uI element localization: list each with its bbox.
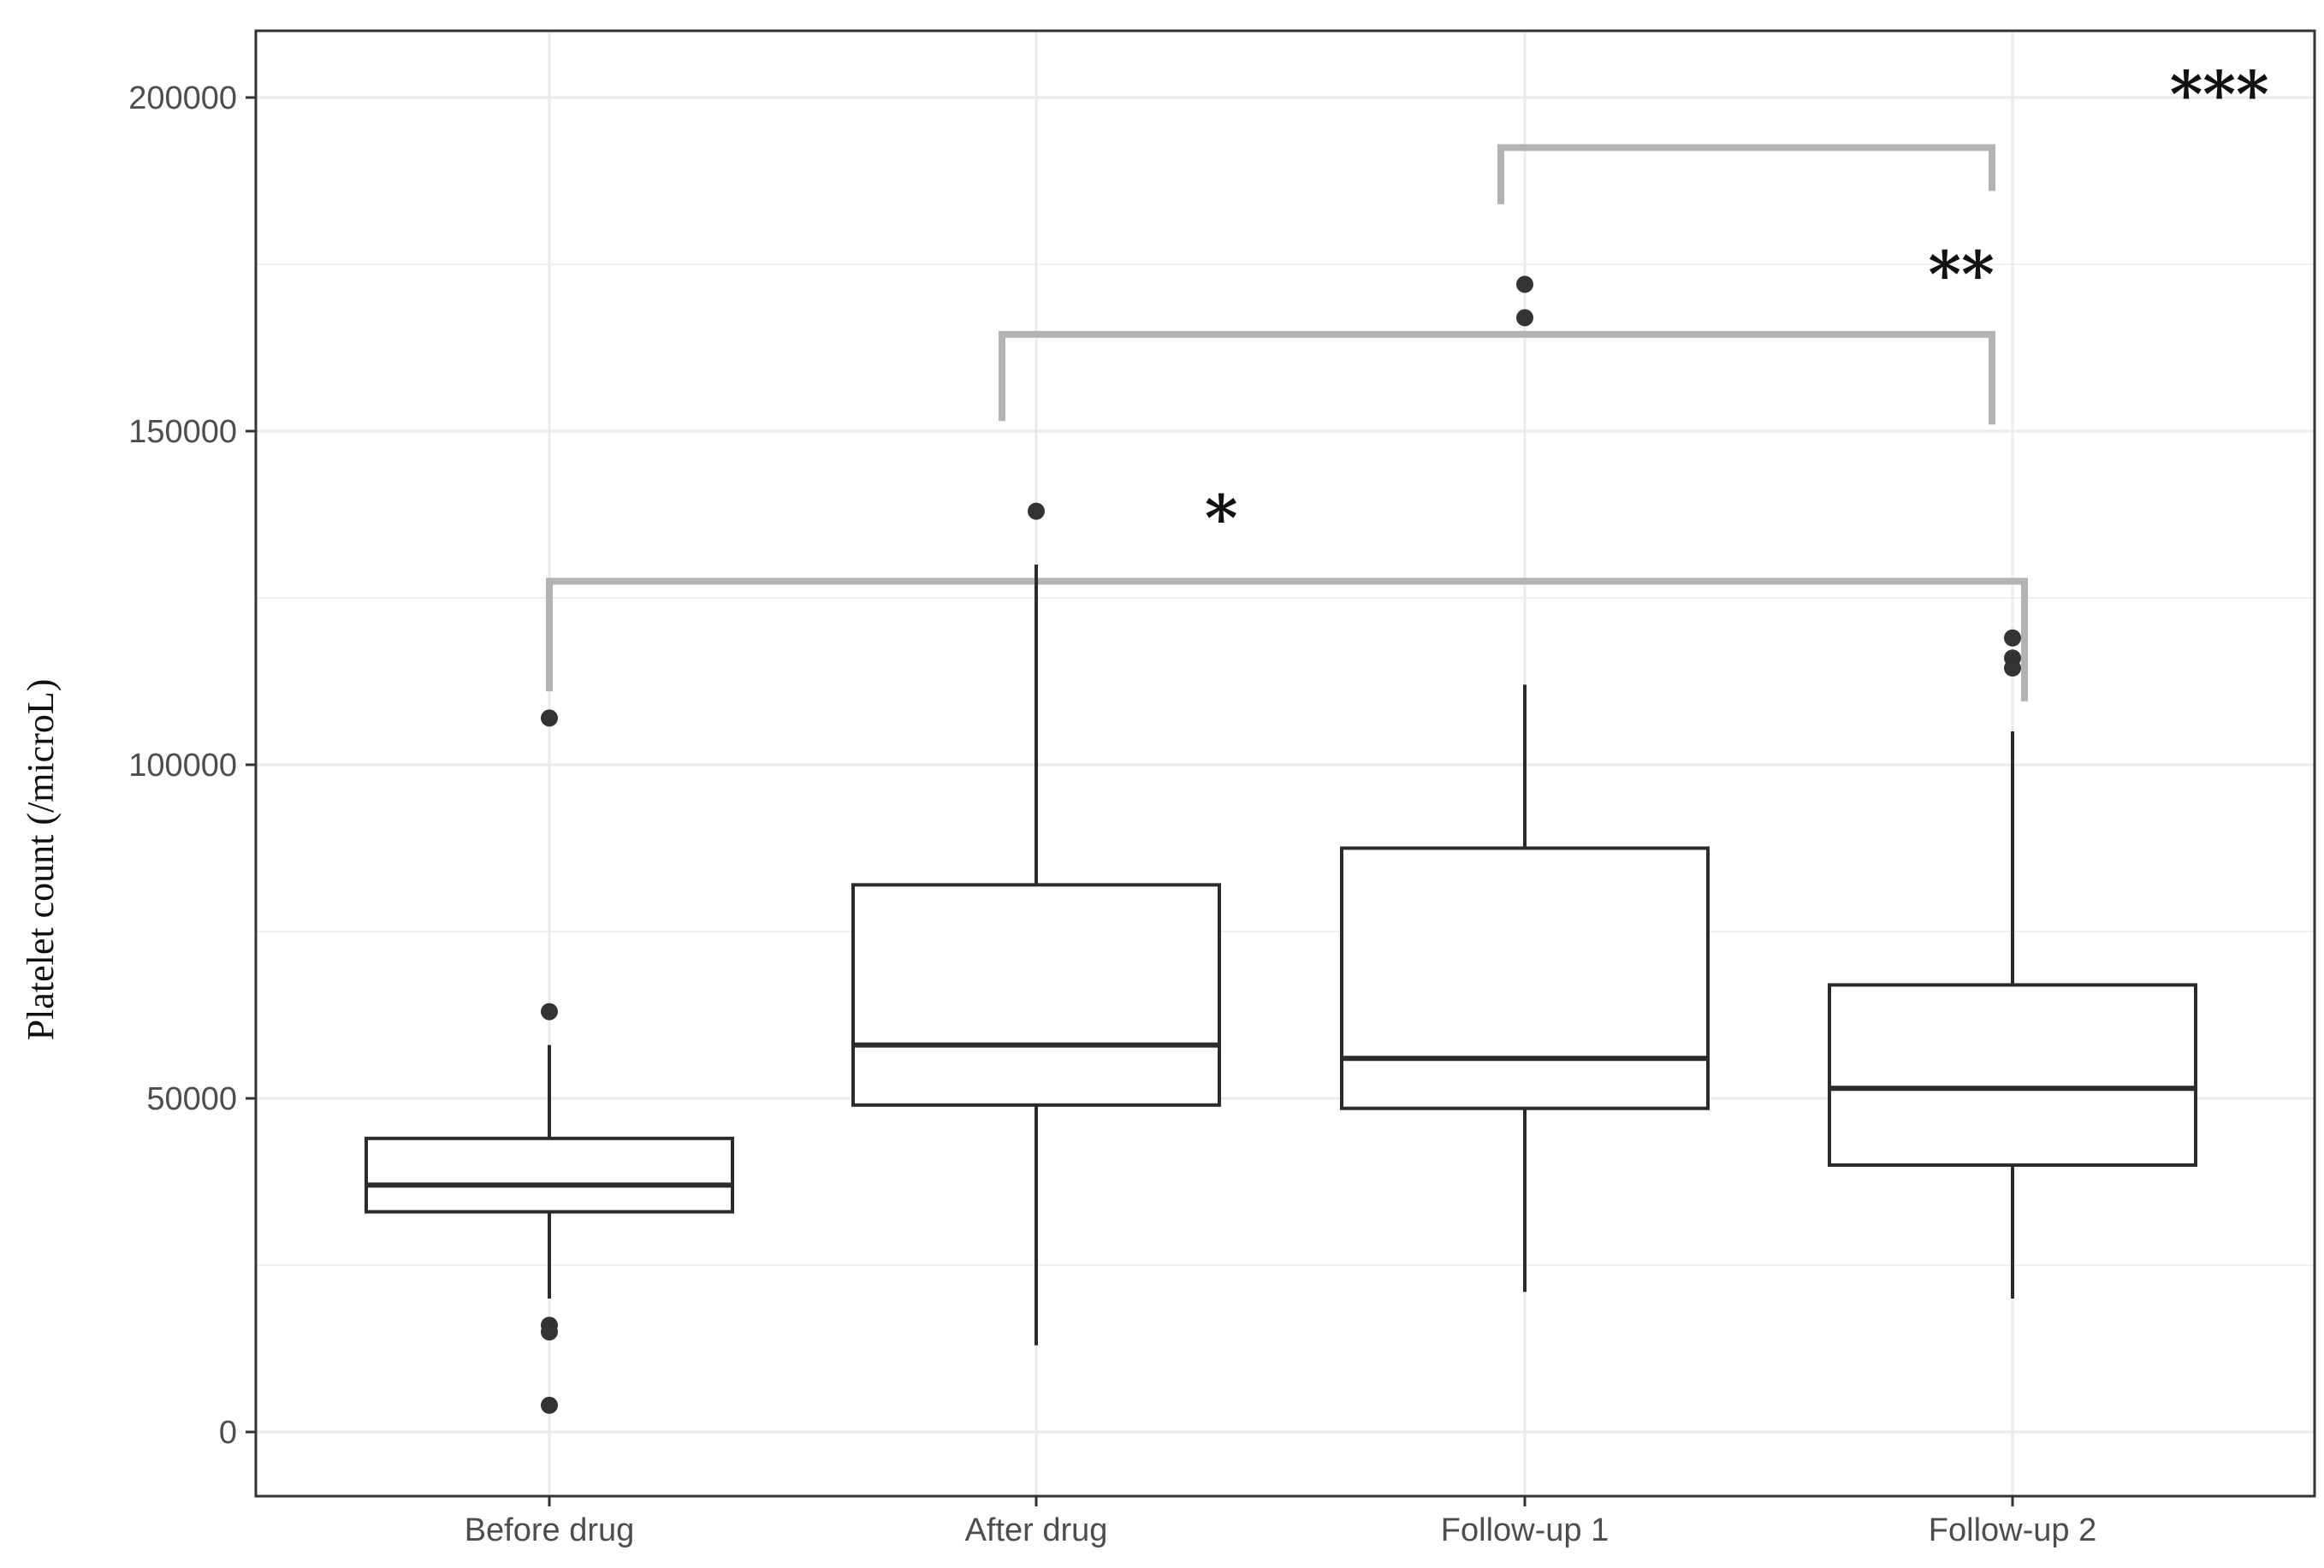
box-before-drug: [365, 709, 734, 1414]
box-iqr: [851, 883, 1221, 1107]
bracket-line: [999, 330, 1995, 425]
outlier-point: [1516, 275, 1533, 293]
significance-bracket: **: [999, 239, 1995, 425]
y-tick-label: 100000: [128, 748, 237, 784]
outlier-point: [541, 1003, 558, 1021]
x-tick-label: Follow-up 2: [1929, 1512, 2096, 1548]
box-follow-up-2: [1828, 629, 2197, 1299]
box-iqr: [1340, 846, 1710, 1110]
box-iqr: [365, 1136, 734, 1214]
outlier-point: [2004, 659, 2021, 677]
x-tick-label: Before drug: [465, 1512, 635, 1548]
y-axis-title: Platelet count (/microL): [20, 679, 62, 1041]
box-iqr: [1828, 983, 2197, 1168]
outlier-point: [1028, 502, 1045, 520]
x-tick-label: Follow-up 1: [1441, 1512, 1609, 1548]
outlier-point: [2004, 629, 2021, 647]
boxes: [365, 275, 2197, 1414]
y-tick-label: 50000: [146, 1081, 237, 1117]
bracket-line: [1497, 144, 1995, 204]
outlier-point: [541, 1396, 558, 1414]
box-follow-up-1: [1340, 275, 1710, 1293]
x-axis: Before drug After drug Follow-up 1 Follow-u…: [465, 1496, 2096, 1548]
outlier-point: [541, 709, 558, 727]
significance-label: ***: [2170, 58, 2269, 132]
outlier-point: [541, 1323, 558, 1340]
y-tick-label: 0: [219, 1415, 237, 1451]
x-tick-label: After drug: [965, 1512, 1108, 1548]
bracket-line: [546, 577, 2028, 701]
y-axis: 0 50000 100000 150000 200000: [128, 80, 256, 1451]
minor-gridlines: [256, 263, 2315, 1266]
box-after-drug: [851, 502, 1221, 1346]
significance-label: **: [1928, 239, 1994, 312]
outlier-point: [1516, 309, 1533, 327]
y-tick-label: 200000: [128, 80, 237, 116]
significance-bracket: *: [546, 482, 2028, 701]
significance-brackets: ******: [546, 58, 2269, 701]
significance-bracket: ***: [1497, 58, 2269, 204]
significance-label: *: [1205, 482, 1238, 555]
y-tick-label: 150000: [128, 414, 237, 450]
